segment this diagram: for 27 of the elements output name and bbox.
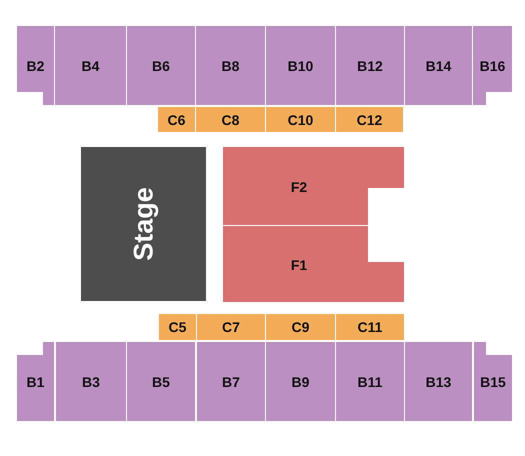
section-label: B16 [480, 58, 506, 72]
section-label: B12 [357, 58, 383, 72]
section-label: B14 [426, 58, 452, 72]
section-label: B10 [288, 58, 314, 72]
section-label: B2 [26, 58, 44, 72]
section-label: B7 [222, 374, 240, 388]
section-label: B8 [222, 58, 240, 72]
section-label: C7 [222, 320, 240, 334]
section-label: B13 [426, 374, 452, 388]
section-label: F1 [290, 258, 308, 272]
section-label: F2 [290, 180, 308, 194]
section-label: C6 [168, 112, 186, 126]
stage-label: Stage [130, 187, 157, 261]
section-label: B6 [152, 58, 170, 72]
section-label: C10 [288, 112, 314, 126]
section-label: B15 [480, 374, 506, 388]
section-label: B9 [292, 374, 310, 388]
section-label: B1 [26, 374, 44, 388]
section-label: B4 [82, 58, 100, 72]
section-label: C12 [356, 112, 382, 126]
section-label: B11 [358, 374, 382, 388]
section-label: B5 [152, 374, 170, 388]
section-label: C11 [358, 320, 382, 334]
section-label: C9 [292, 320, 310, 334]
section-label: C8 [222, 112, 240, 126]
section-label: C5 [168, 320, 186, 334]
section-label: B3 [82, 374, 100, 388]
